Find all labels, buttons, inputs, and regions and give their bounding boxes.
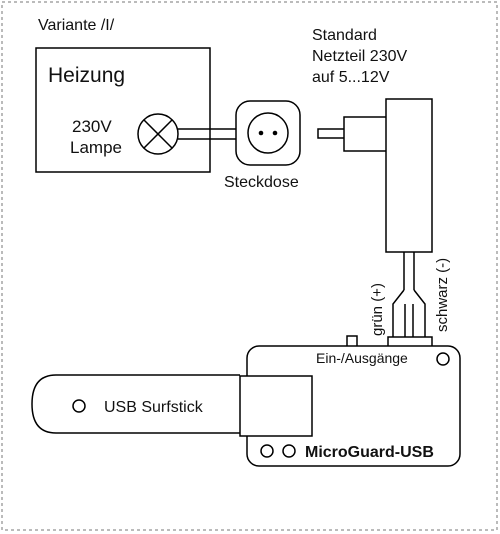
heater-title: Heizung — [48, 64, 125, 87]
lamp-label-voltage: 230V — [72, 117, 112, 136]
socket-icon — [235, 100, 301, 166]
device-hole-left — [260, 444, 274, 458]
lamp-to-socket-cable — [178, 128, 238, 140]
device-name: MicroGuard-USB — [305, 444, 434, 461]
wire-positive-label: grün (+) — [369, 283, 386, 336]
power-supply-body — [385, 98, 433, 253]
usb-stick-label: USB Surfstick — [104, 399, 204, 416]
device-io-label: Ein-/Ausgänge — [316, 350, 408, 366]
usb-connector — [239, 375, 313, 437]
heater-box — [35, 47, 211, 173]
lamp-icon — [137, 113, 179, 155]
power-supply-label-line1: Standard — [312, 27, 377, 44]
device-hole-right — [282, 444, 296, 458]
power-cable — [392, 252, 426, 340]
device-io-hole — [436, 352, 450, 366]
wire-negative-label: schwarz (-) — [434, 258, 451, 332]
power-supply-label-line2: Netzteil 230V — [312, 48, 407, 65]
power-supply-label-line3: auf 5...12V — [312, 69, 390, 86]
usb-stick — [31, 374, 240, 434]
power-plug-icon — [317, 116, 389, 152]
variant-label: Variante /I/ — [38, 17, 115, 34]
lamp-label-name: Lampe — [70, 138, 122, 157]
socket-label: Steckdose — [224, 174, 299, 191]
